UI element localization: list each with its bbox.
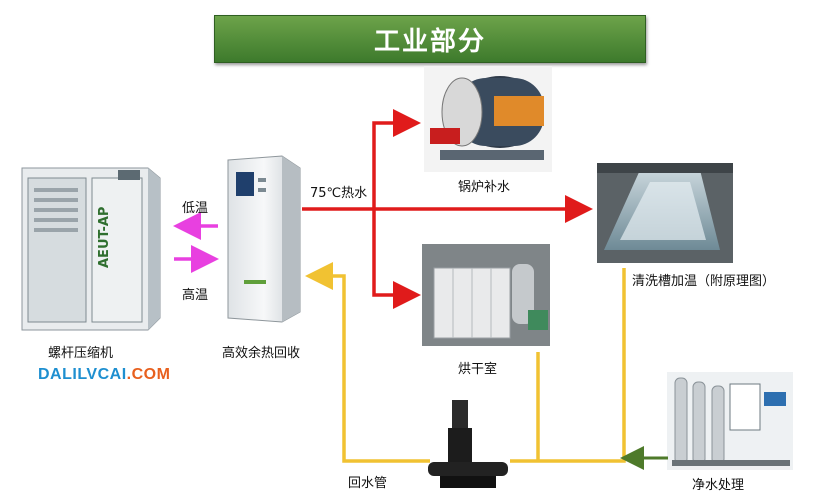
- heat-recovery-unit-image: [227, 155, 301, 323]
- drying-room-image: [422, 244, 550, 346]
- return-pipe-label: 回水管: [348, 476, 388, 491]
- high-temp-label: 高温: [182, 288, 209, 303]
- brand-main: DALILVCAI: [38, 366, 127, 383]
- water-pump-image: [428, 400, 508, 488]
- hot-water-to-boiler-arrow: [372, 109, 421, 209]
- return-to-recovery-arrow: [305, 262, 430, 463]
- recovery-label: 高效余热回收: [222, 346, 301, 361]
- drying-room-label: 烘干室: [458, 362, 498, 377]
- boiler-label: 锅炉补水: [458, 180, 511, 195]
- compressor-model-text: AEUT-AP: [97, 207, 112, 268]
- low-temp-label: 低温: [182, 201, 209, 216]
- compressor-label: 螺杆压缩机: [48, 346, 114, 361]
- boiler-image: [424, 66, 552, 172]
- brand-watermark: DALILVCAI.COM: [38, 366, 170, 384]
- brand-suffix: .COM: [126, 366, 171, 383]
- cleaning-tank-label: 清洗槽加温（附原理图）: [632, 274, 776, 289]
- screw-compressor-image: AEUT-AP: [21, 167, 161, 331]
- cleaning-tank-image: [597, 163, 733, 263]
- page-title: 工业部分: [214, 15, 646, 63]
- water-purification-image: [667, 372, 793, 470]
- hot-water-label: 75℃热水: [310, 186, 368, 201]
- hot-water-to-dryer-arrow: [372, 209, 421, 309]
- pure-water-label: 净水处理: [692, 478, 745, 493]
- hot-water-lines: [302, 109, 593, 309]
